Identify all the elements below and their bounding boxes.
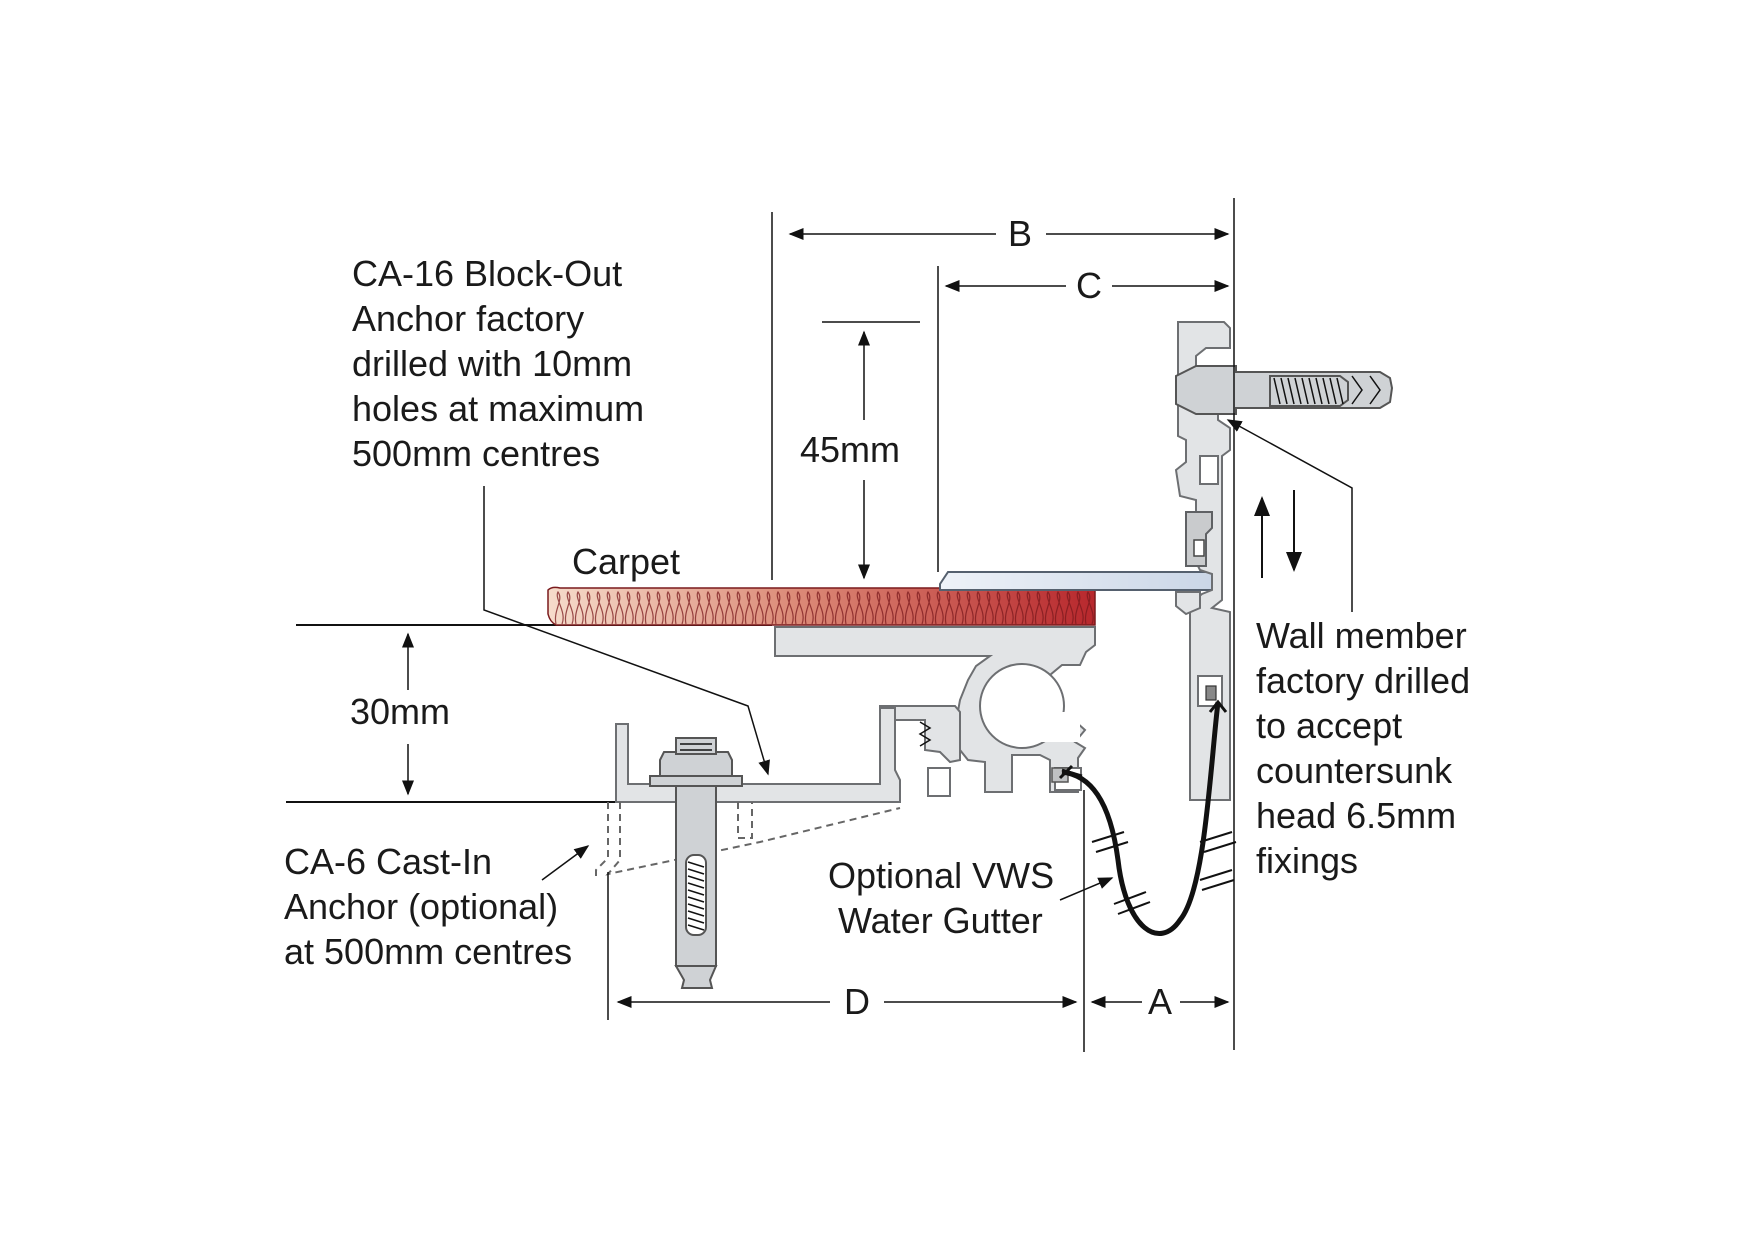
callout-line: countersunk (1256, 750, 1453, 791)
dimension-lines (402, 198, 1235, 1052)
callout-line: to accept (1256, 705, 1402, 746)
callout-line: 500mm centres (352, 433, 600, 474)
dimension-labels: B C 45mm 30mm D A (350, 213, 1172, 1022)
callout-line: Wall member (1256, 615, 1467, 656)
svg-text:Optional VWS: Optional VWS (828, 855, 1054, 896)
svg-text:at 500mm centres: at 500mm centres (284, 931, 572, 972)
callout-line: Anchor factory (352, 298, 584, 339)
dimension-b-label: B (1008, 213, 1032, 254)
water-gutter-label: Optional VWS Water Gutter (828, 855, 1054, 941)
svg-text:head 6.5mm: head 6.5mm (1256, 795, 1456, 836)
dimension-30mm-label: 30mm (350, 691, 450, 732)
callout-line: holes at maximum (352, 388, 644, 429)
carpet-layer (547, 586, 1096, 626)
svg-text:Water Gutter: Water Gutter (838, 900, 1043, 941)
callout-line: head 6.5mm (1256, 795, 1456, 836)
svg-text:drilled with 10mm: drilled with 10mm (352, 343, 632, 384)
callout-line: Water Gutter (838, 900, 1043, 941)
floor-anchor-bolt (595, 737, 901, 989)
svg-text:Anchor (optional): Anchor (optional) (284, 886, 558, 927)
svg-text:to accept: to accept (1256, 705, 1402, 746)
wall-fixing-bolt (1175, 365, 1394, 415)
callout-line: drilled with 10mm (352, 343, 632, 384)
svg-text:500mm centres: 500mm centres (352, 433, 600, 474)
svg-text:fixings: fixings (1256, 840, 1358, 881)
callout-line: Anchor (optional) (284, 886, 558, 927)
leader-lines (483, 419, 1353, 901)
cast-in-anchor-label: CA-6 Cast-In Anchor (optional) at 500mm … (284, 841, 572, 972)
callout-line: fixings (1256, 840, 1358, 881)
block-out-anchor-label: CA-16 Block-Out Anchor factory drilled w… (352, 253, 644, 474)
movement-arrows (1254, 490, 1302, 578)
svg-text:Wall member: Wall member (1256, 615, 1467, 656)
callout-line: Optional VWS (828, 855, 1054, 896)
dimension-d-label: D (844, 981, 870, 1022)
svg-text:Anchor factory: Anchor factory (352, 298, 584, 339)
svg-text:factory drilled: factory drilled (1256, 660, 1470, 701)
dimension-a-label: A (1148, 981, 1172, 1022)
water-gutter (1058, 699, 1237, 936)
callout-line: factory drilled (1256, 660, 1470, 701)
callout-line: at 500mm centres (284, 931, 572, 972)
carpet-label: Carpet (572, 541, 680, 582)
svg-text:countersunk: countersunk (1256, 750, 1453, 791)
dimension-45mm-label: 45mm (800, 429, 900, 470)
svg-text:CA-6 Cast-In: CA-6 Cast-In (284, 841, 492, 882)
wall-member-label: Wall member factory drilled to accept co… (1256, 615, 1470, 881)
svg-text:holes at maximum: holes at maximum (352, 388, 644, 429)
wall-member (1174, 321, 1231, 801)
cover-plate (939, 571, 1223, 591)
callout-line: CA-16 Block-Out (352, 253, 622, 294)
svg-text:CA-16 Block-Out: CA-16 Block-Out (352, 253, 622, 294)
dimension-c-label: C (1076, 265, 1102, 306)
callout-line: CA-6 Cast-In (284, 841, 492, 882)
